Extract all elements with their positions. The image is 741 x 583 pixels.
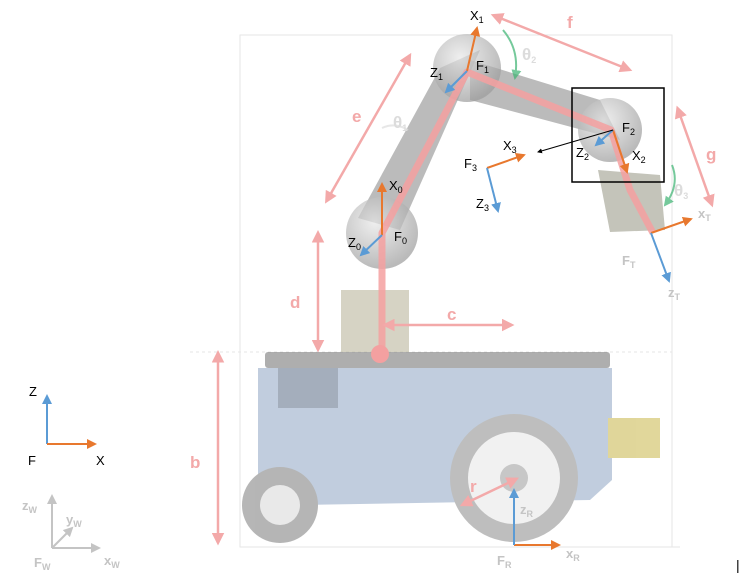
legend-x-label: X bbox=[96, 453, 105, 468]
label-xr: xR bbox=[566, 546, 580, 563]
dim-c-label: c bbox=[447, 305, 456, 324]
frame-f2-axes bbox=[537, 129, 630, 174]
frame-fw-axes bbox=[47, 494, 101, 553]
dim-e-label: e bbox=[352, 107, 361, 126]
label-zr: zR bbox=[520, 502, 534, 519]
kinematic-chain bbox=[378, 68, 657, 355]
frame-ft-axes bbox=[650, 216, 693, 283]
dim-r-arrow bbox=[459, 477, 520, 507]
end-effector-highlight-box bbox=[571, 87, 665, 183]
label-z1: Z1 bbox=[430, 65, 443, 82]
label-z0: Z0 bbox=[348, 235, 361, 252]
label-x2: X2 bbox=[632, 148, 646, 165]
theta2-label: θ2 bbox=[522, 45, 536, 65]
dimension-arrows bbox=[211, 13, 715, 546]
label-xt: xT bbox=[698, 206, 711, 223]
dim-g-arrow bbox=[674, 105, 715, 208]
theta3-arc bbox=[663, 164, 676, 207]
dim-f-arrow bbox=[490, 13, 633, 73]
base-joint-dot bbox=[371, 345, 389, 363]
label-yw: yW bbox=[66, 512, 82, 529]
label-ft: FT bbox=[622, 253, 636, 270]
label-f2: F2 bbox=[622, 120, 635, 137]
label-f1: F1 bbox=[476, 58, 489, 75]
label-xw: xW bbox=[104, 553, 120, 570]
legend-f-label: F bbox=[28, 453, 36, 468]
frame-f1-axes bbox=[444, 26, 481, 94]
label-z2: Z2 bbox=[576, 145, 589, 162]
label-zw: zW bbox=[22, 498, 38, 515]
label-z3: Z3 bbox=[476, 196, 489, 213]
footer-mark: | bbox=[736, 557, 740, 573]
label-fr: FR bbox=[497, 553, 512, 570]
label-x0: X0 bbox=[389, 178, 403, 195]
legend-z-label: Z bbox=[29, 384, 37, 399]
dim-e-arrow bbox=[325, 52, 412, 204]
legend-frame bbox=[42, 394, 97, 449]
base-light-panel bbox=[278, 368, 338, 408]
theta1-label: θ1 bbox=[393, 113, 407, 133]
dim-g-label: g bbox=[706, 145, 716, 164]
base-top-plate bbox=[265, 352, 610, 368]
arm-mount-column bbox=[341, 290, 409, 352]
side-sensor bbox=[608, 418, 660, 458]
dim-r-label: r bbox=[470, 477, 477, 496]
arm-wrist-link bbox=[598, 170, 665, 232]
dim-d-label: d bbox=[290, 293, 300, 312]
dim-b-label: b bbox=[190, 453, 200, 472]
label-f3: F3 bbox=[464, 156, 477, 173]
frame-fr-axes bbox=[509, 488, 561, 550]
frame-f3-axes bbox=[486, 152, 526, 213]
label-fw: FW bbox=[34, 555, 51, 572]
mobile-base bbox=[242, 290, 660, 543]
label-f0: F0 bbox=[394, 229, 407, 246]
theta3-label: θ3 bbox=[674, 181, 688, 201]
frame-f0-axes bbox=[359, 182, 387, 257]
dim-f-label: f bbox=[567, 13, 573, 32]
label-x1: X1 bbox=[470, 8, 484, 25]
label-x3: X3 bbox=[503, 138, 517, 155]
label-zt: zT bbox=[668, 285, 681, 302]
